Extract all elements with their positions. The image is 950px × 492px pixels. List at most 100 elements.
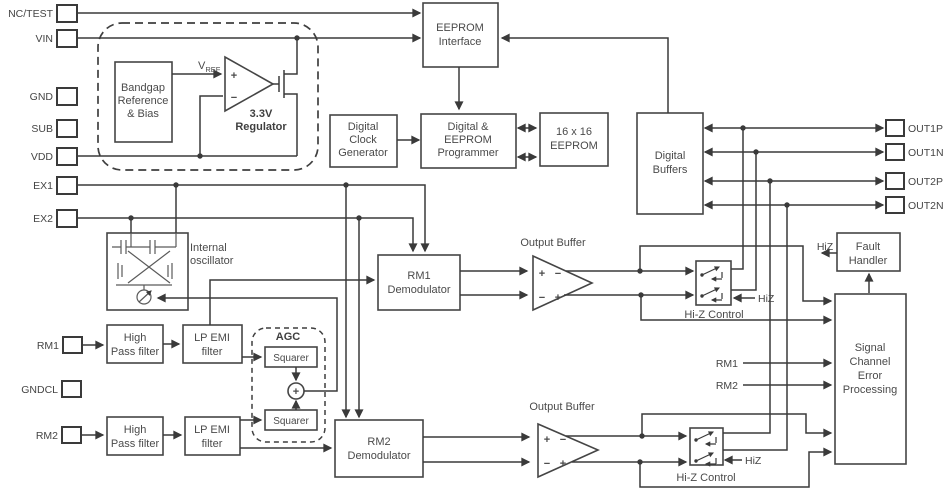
hiz-control2-box xyxy=(689,427,724,466)
agc-label: AGC xyxy=(276,331,301,343)
squarer1-box xyxy=(264,346,318,368)
hp-filter2-label: High xyxy=(124,424,147,436)
digital-clock-label3: Generator xyxy=(338,147,388,159)
rm1-demod-label2: Demodulator xyxy=(388,284,451,296)
eeprom-interface-box xyxy=(422,2,499,68)
pin-vin xyxy=(56,29,78,48)
pin-label-vin: VIN xyxy=(35,33,53,45)
high-pass-filter1-box xyxy=(106,324,164,364)
pin-label-rm1: RM1 xyxy=(37,340,59,352)
wire-agc-oscillator xyxy=(156,293,338,392)
pin-nc-test xyxy=(56,4,78,23)
wire-buffer2b-scep xyxy=(639,447,833,488)
hiz2-label: HiZ xyxy=(745,455,762,467)
hiz1-switches-icon xyxy=(700,266,723,300)
hiz2-switches-icon xyxy=(694,431,717,464)
rm1-demodulator-box xyxy=(377,254,461,311)
rm1-demod-label: RM1 xyxy=(407,270,430,282)
free-labels: Output Buffer Output Buffer HiZ HiZ HiZ … xyxy=(190,60,834,467)
fault-handler-box xyxy=(836,232,901,272)
wire-hiz2-out2n xyxy=(723,205,788,451)
digital-buffers-box xyxy=(636,112,704,215)
wire-buffer2a-scep xyxy=(641,413,833,438)
wire-ex2-rm1demod xyxy=(77,217,418,253)
fault-handler-label2: Handler xyxy=(849,255,888,267)
vref-label: VREF xyxy=(198,60,221,74)
eeprom-interface-label: EEPROM xyxy=(436,22,484,34)
rm2-demod-label2: Demodulator xyxy=(348,450,411,462)
opamp-plus: + xyxy=(231,70,237,82)
pin-out2p xyxy=(885,172,905,190)
pin-label-ex2: EX2 xyxy=(33,213,53,225)
pin-rm2 xyxy=(61,426,82,444)
output-buffer1-label: Output Buffer xyxy=(520,237,586,249)
pin-labels: NC/TEST VIN GND SUB VDD EX1 EX2 RM1 GNDC… xyxy=(8,8,944,442)
wire-hiz1-out1p xyxy=(731,128,744,270)
opamp-minus: − xyxy=(231,92,237,104)
amp-signs: + − + − − + + − − + + xyxy=(231,70,566,470)
pin-sub xyxy=(56,119,78,138)
eeprom-16x16-box xyxy=(539,112,609,167)
block-labels: EEPROM Interface Digital Clock Generator… xyxy=(111,22,897,484)
pin-label-out1n: OUT1N xyxy=(908,147,944,159)
digital-buffers-label2: Buffers xyxy=(653,164,688,176)
buf2-in-minus: − xyxy=(544,458,550,470)
scep-label: Signal xyxy=(855,342,886,354)
scep-label3: Error xyxy=(858,370,883,382)
pin-gndcl xyxy=(61,380,82,398)
wire-buffers-eeprom xyxy=(500,33,669,113)
scep-label2: Channel xyxy=(850,356,891,368)
wire-hiz2-out2p xyxy=(723,181,771,434)
regulator-dashed-outline xyxy=(97,22,319,171)
pin-label-out2n: OUT2N xyxy=(908,200,944,212)
pin-label-nc-test: NC/TEST xyxy=(8,8,54,20)
regulator-opamp-icon xyxy=(224,55,275,113)
rm1-signal-label: RM1 xyxy=(716,358,738,370)
hiz-fault-label: HiZ xyxy=(817,241,834,253)
digital-clock-generator-box xyxy=(329,114,398,168)
buf1-in-minus: − xyxy=(539,292,545,304)
hiz-control1-label: Hi-Z Control xyxy=(684,309,743,321)
digital-clock-label: Digital xyxy=(348,121,379,133)
buf1-in-plus: + xyxy=(539,268,545,280)
bandgap-label3: & Bias xyxy=(127,108,159,120)
internal-osc-label: Internal xyxy=(190,242,227,254)
wire-buffer1a-scep xyxy=(639,245,833,306)
squarer2-label: Squarer xyxy=(273,416,309,427)
lp-emi2-label2: filter xyxy=(202,438,223,450)
programmer-label: Digital & xyxy=(448,121,490,133)
internal-osc-label2: oscillator xyxy=(190,255,234,267)
pin-ex1 xyxy=(56,176,78,195)
lp-emi1-label: LP EMI xyxy=(194,332,230,344)
pins xyxy=(56,4,905,444)
wire-buffer1b-scep xyxy=(640,295,833,325)
programmer-label3: Programmer xyxy=(437,147,498,159)
pin-label-gndcl: GNDCL xyxy=(21,384,58,396)
buf1-out-minus: − xyxy=(555,268,561,280)
buf2-in-plus: + xyxy=(544,434,550,446)
digital-buffers-label: Digital xyxy=(655,150,686,162)
pin-rm1 xyxy=(62,336,83,354)
buf2-out-minus: − xyxy=(560,434,566,446)
rm2-demod-label: RM2 xyxy=(367,436,390,448)
squarer1-label: Squarer xyxy=(273,353,309,364)
high-pass-filter2-box xyxy=(106,416,164,456)
digital-clock-label2: Clock xyxy=(349,134,377,146)
scep-label4: Processing xyxy=(843,384,897,396)
pin-ex2 xyxy=(56,209,78,228)
pin-label-ex1: EX1 xyxy=(33,180,53,192)
hiz1-label: HiZ xyxy=(758,293,775,305)
hiz-control2-label: Hi-Z Control xyxy=(676,472,735,484)
wire-lpemi1-rm1demod xyxy=(209,275,376,325)
wires xyxy=(77,8,885,488)
bandgap-label2: Reference xyxy=(118,95,169,107)
squarer2-box xyxy=(264,409,318,431)
eeprom16-label: 16 x 16 xyxy=(556,126,592,138)
hp-filter1-label: High xyxy=(124,332,147,344)
rm2-signal-label: RM2 xyxy=(716,380,738,392)
hp-filter1-label2: Pass filter xyxy=(111,346,160,358)
block-boxes xyxy=(106,2,907,478)
pin-gnd xyxy=(56,87,78,106)
